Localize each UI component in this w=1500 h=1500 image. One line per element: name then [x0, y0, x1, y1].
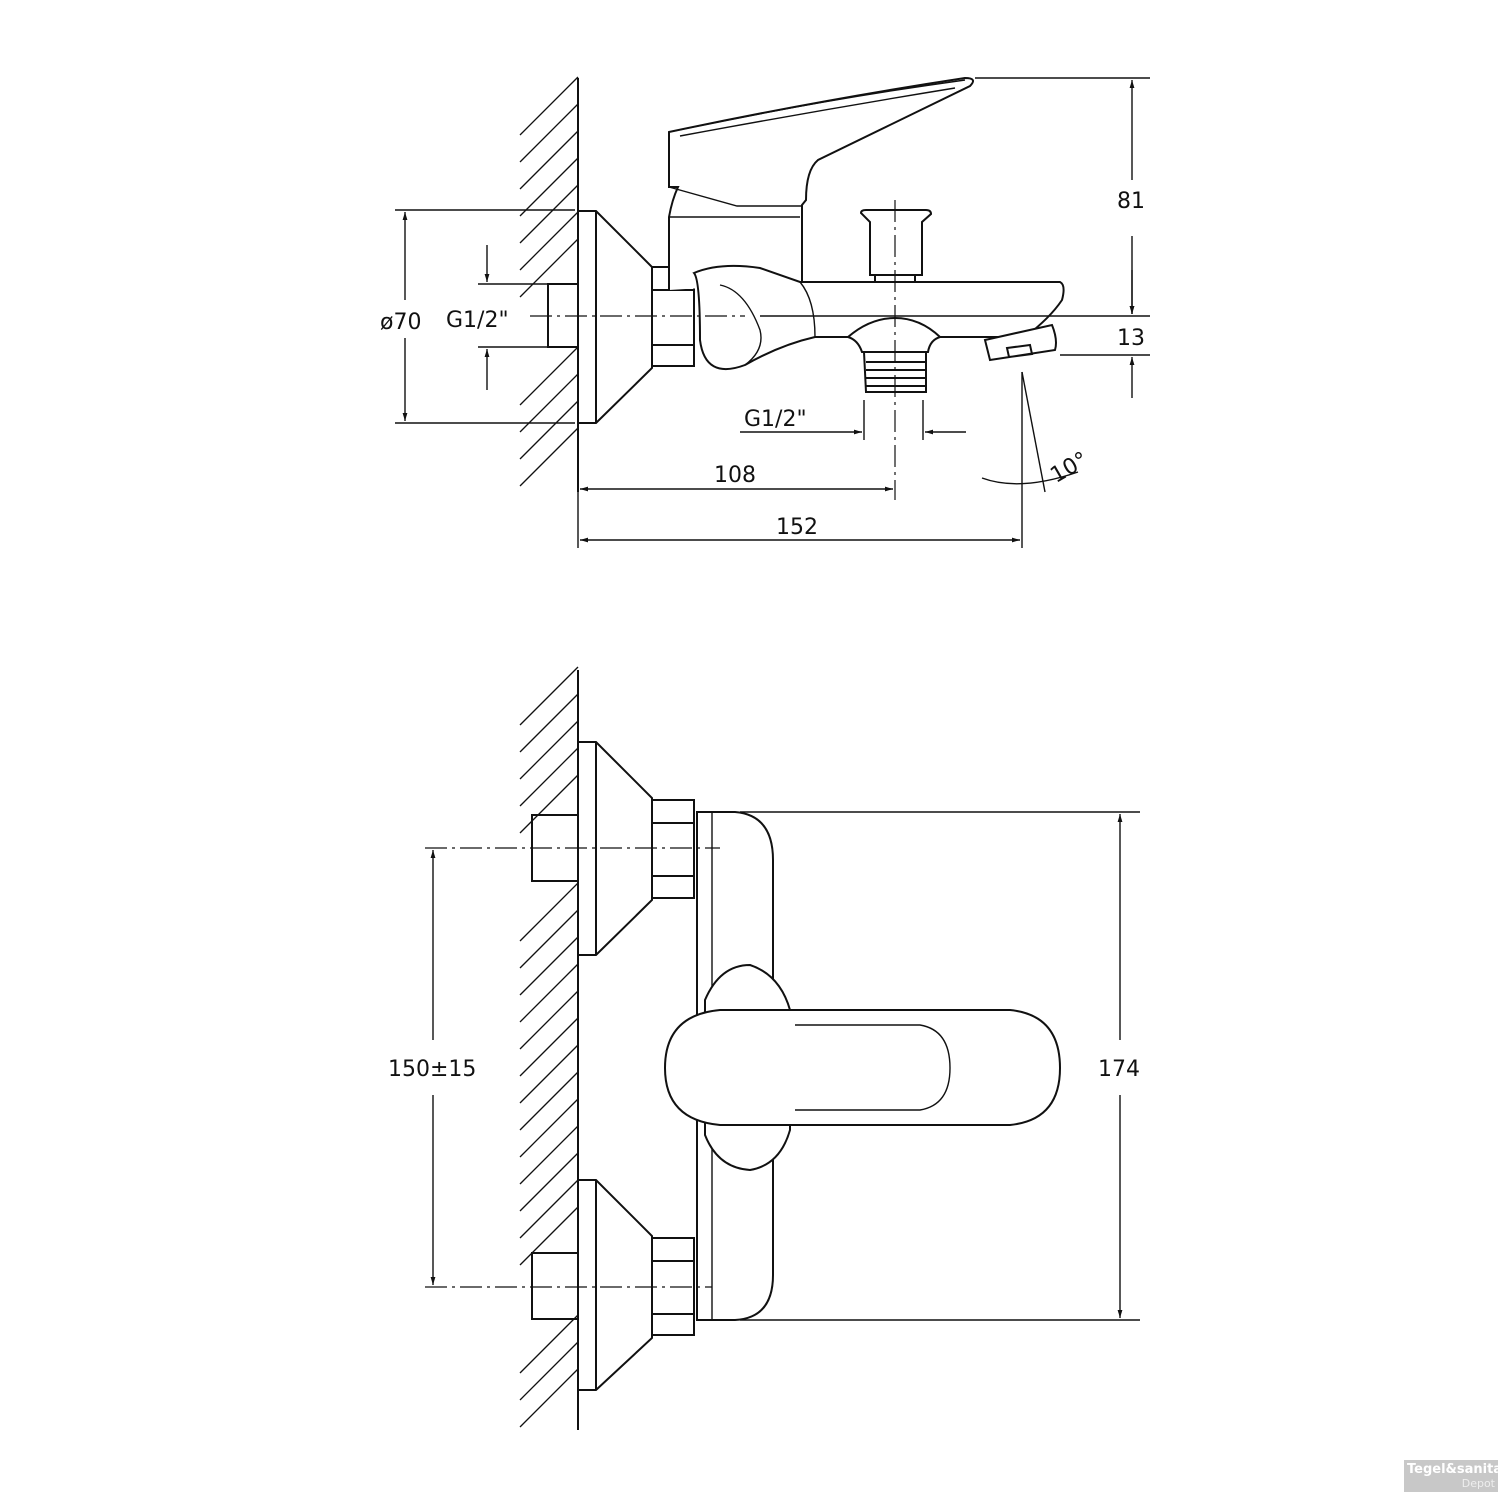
- hatch-line: [519, 211, 579, 271]
- watermark-logo: Tegel&sanitair Depot: [1404, 1460, 1500, 1492]
- hatch-line: [519, 747, 579, 807]
- hatch-line: [519, 76, 579, 136]
- wall-hatching: [519, 76, 579, 487]
- diverter-knob: [859, 209, 933, 283]
- lever-handle: [663, 1009, 1062, 1126]
- dim-inlet-thread: G1/2": [446, 308, 509, 333]
- hatch-line: [519, 936, 579, 996]
- dim-108: 108: [714, 463, 756, 488]
- hatch-line: [519, 963, 579, 1023]
- hatch-line: [519, 1179, 579, 1239]
- dim-inlet-spacing: 150±15: [388, 1057, 476, 1082]
- hex-nut-upper: [651, 799, 695, 899]
- escutcheon: [577, 210, 653, 424]
- hatch-line: [519, 1314, 579, 1374]
- hatch-line: [519, 693, 579, 753]
- inlet-stub-lower: [531, 1252, 579, 1320]
- hatch-line: [519, 882, 579, 942]
- hatch-line: [519, 1125, 579, 1185]
- hatch-line: [519, 1044, 579, 1104]
- hatch-line: [519, 238, 579, 298]
- dim-152: 152: [776, 515, 818, 540]
- hatch-line: [519, 1206, 579, 1266]
- hatch-line: [519, 427, 579, 487]
- hatch-line: [519, 666, 579, 726]
- dim-13: 13: [1117, 326, 1145, 351]
- outlet-thread: [862, 351, 927, 393]
- hatch-line: [519, 1368, 579, 1428]
- angle-arc: [981, 471, 1079, 485]
- hatch-line: [519, 400, 579, 460]
- hatch-line: [519, 1341, 579, 1401]
- hatch-line: [519, 1152, 579, 1212]
- hatch-line: [519, 346, 579, 406]
- hatch-line: [519, 1017, 579, 1077]
- hatch-line: [519, 103, 579, 163]
- hatch-line: [519, 1071, 579, 1131]
- wall-hatching: [519, 666, 579, 1428]
- escutcheon-lower: [577, 1179, 653, 1391]
- watermark-brand: Tegel&sanitair: [1407, 1462, 1500, 1477]
- dim-angle-10: 10°: [1046, 447, 1092, 488]
- hatch-line: [519, 184, 579, 244]
- dim-174: 174: [1098, 1057, 1140, 1082]
- mixer-handle: [668, 79, 966, 218]
- outlet-boss: [845, 316, 942, 353]
- hatch-line: [519, 130, 579, 190]
- hatch-line: [519, 990, 579, 1050]
- dim-outlet-thread: G1/2": [744, 407, 807, 432]
- hatch-line: [519, 774, 579, 834]
- hatch-line: [519, 720, 579, 780]
- hatch-line: [519, 157, 579, 217]
- dim-81: 81: [1117, 189, 1145, 214]
- side-view: 81 13 ø70 G1/2" G1/2" 108 152 10°: [380, 76, 1150, 548]
- lever-detail: [795, 1024, 951, 1111]
- front-view: 150±15 174: [388, 666, 1140, 1430]
- body-column: [668, 76, 975, 290]
- dim-diameter-70: ø70: [380, 310, 421, 335]
- aerator: [983, 323, 1057, 362]
- watermark-sub: Depot: [1461, 1477, 1495, 1490]
- hatch-line: [519, 1098, 579, 1158]
- spout-detail: [719, 281, 816, 366]
- hatch-line: [519, 909, 579, 969]
